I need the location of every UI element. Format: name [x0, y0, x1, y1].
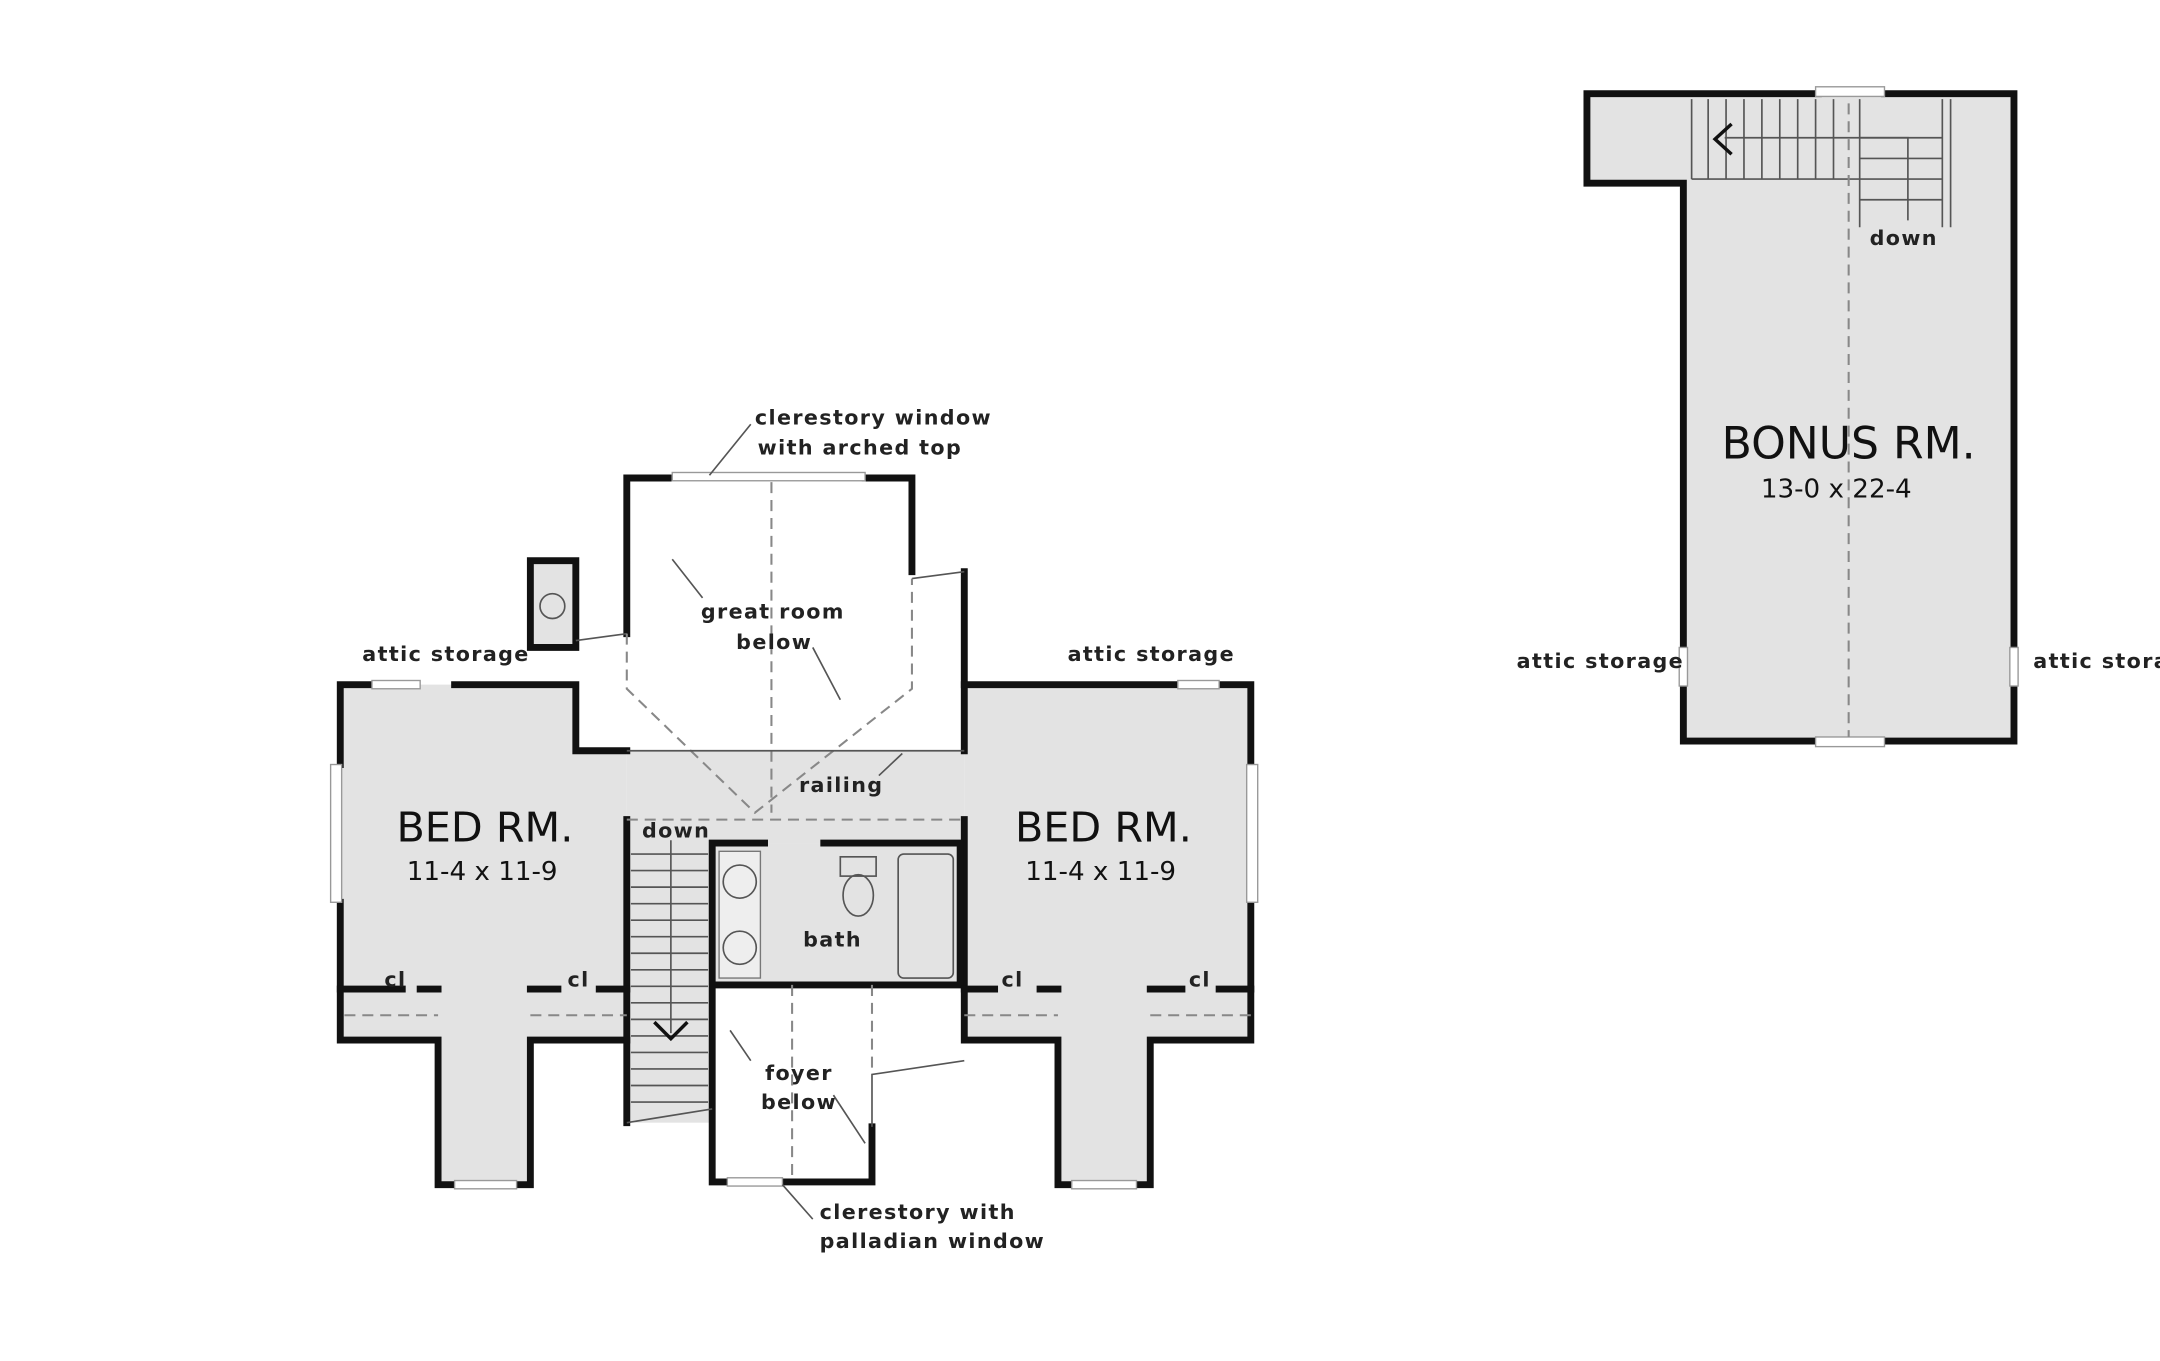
- bonus-room-name: BONUS RM.: [1722, 419, 1976, 470]
- bed-room-right-floor: [964, 684, 1251, 1185]
- bath-label: bath: [803, 927, 862, 951]
- toilet-tank-icon: [839, 855, 877, 877]
- sink-icon: [722, 864, 758, 899]
- bonus-attic-storage-left: attic storage: [1517, 649, 1684, 673]
- closet-label: cl: [1001, 967, 1023, 991]
- stair-down-label: down: [642, 819, 710, 843]
- bed-room-right-name: BED RM.: [1015, 804, 1192, 852]
- walls-left: [336, 681, 631, 1189]
- walls-great-room: [526, 474, 968, 755]
- closet-label: cl: [1189, 967, 1211, 991]
- great-room-label-2: below: [736, 630, 812, 654]
- flue-icon: [539, 592, 566, 620]
- walls-stair-bath: [623, 816, 964, 1186]
- bed-room-left-name: BED RM.: [396, 804, 573, 852]
- attic-storage-right-label: attic storage: [1068, 642, 1235, 666]
- bath-fixtures: [718, 850, 955, 979]
- stair-arrow-down-icon: [653, 1020, 689, 1042]
- bonus-walls: [1583, 90, 2018, 745]
- bonus-stair-treads: [1690, 99, 1952, 228]
- bonus-room-floor: [1586, 96, 2012, 739]
- windows: [329, 471, 1259, 1190]
- closet-label: cl: [384, 967, 406, 991]
- railing-label: railing: [799, 773, 884, 797]
- leader-lines: [671, 423, 903, 1220]
- foyer-label: foyer: [765, 1061, 833, 1085]
- bed-room-left-size: 11-4 x 11-9: [407, 857, 558, 887]
- chimney: [530, 560, 576, 648]
- stair-arrow-left-icon: [1712, 122, 1733, 156]
- bonus-stair-down-label: down: [1870, 226, 1938, 250]
- toilet-bowl-icon: [842, 873, 875, 917]
- foyer-label-2: below: [761, 1090, 837, 1114]
- great-room-label: great room: [701, 600, 845, 624]
- stair-treads: [630, 853, 709, 1103]
- attic-storage-left-label: attic storage: [362, 642, 529, 666]
- clerestory-bottom-label-2: palladian window: [820, 1229, 1046, 1253]
- clerestory-bottom-label: clerestory with: [820, 1200, 1016, 1224]
- bonus-room-size: 13-0 x 22-4: [1761, 474, 1912, 504]
- second-floor-plan: clerestory window with arched top great …: [329, 405, 1259, 1253]
- bonus-attic-storage-right: attic storag: [2033, 649, 2160, 673]
- bed-room-right-size: 11-4 x 11-9: [1025, 857, 1176, 887]
- angled-walls: [575, 570, 965, 1127]
- closet-label: cl: [568, 967, 590, 991]
- bathtub-icon: [897, 853, 955, 979]
- clerestory-top-label-2: with arched top: [758, 436, 963, 460]
- stair-floor: [626, 819, 713, 1123]
- ceiling-lines: [344, 482, 1251, 1182]
- walls-right: [960, 681, 1255, 1189]
- bed-room-left-floor: [340, 684, 627, 1185]
- bonus-room-plan: down BONUS RM. 13-0 x 22-4 attic storage…: [1517, 86, 2160, 748]
- clerestory-top-label: clerestory window: [755, 405, 992, 429]
- sink-icon: [722, 930, 758, 966]
